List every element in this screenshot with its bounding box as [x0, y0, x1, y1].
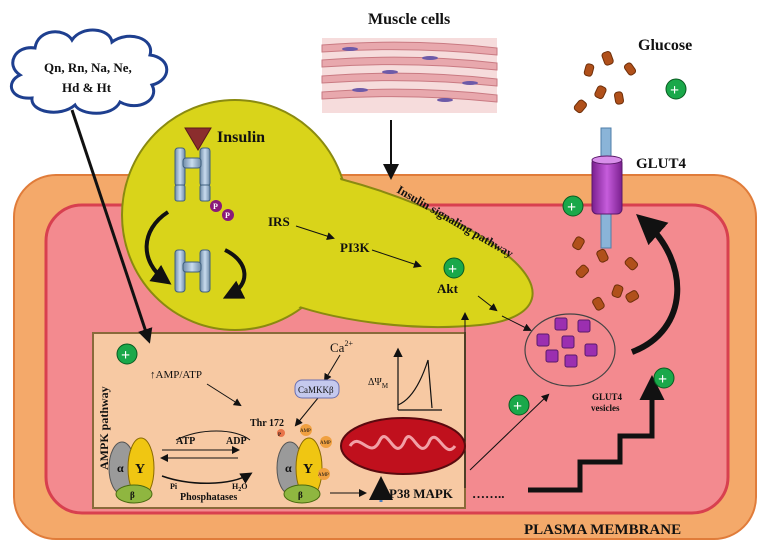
pi-label: Pi [170, 482, 178, 491]
alpha-right: α [285, 461, 292, 475]
thr172-label: Thr 172 [250, 418, 284, 429]
amp-tag-3: AMP [318, 473, 329, 478]
akt-to-vesicles-arrow [501, 315, 532, 331]
gamma-left: Y [135, 462, 145, 477]
glucose-molecules [572, 50, 640, 311]
plus-signs: + + + + + + [121, 82, 679, 415]
membrane-potential-graph [393, 347, 442, 411]
h2o-label: H2O [232, 482, 247, 493]
calcium-label: Ca2+ [330, 339, 353, 355]
cloud-to-ampk-arrow [70, 109, 153, 344]
gamma-right: Y [303, 462, 313, 477]
irs-to-pi3k-arrow [295, 225, 335, 240]
amp-tag-1: AMP [300, 429, 311, 434]
atp-label: ATP [176, 436, 195, 447]
plus-badges [116, 78, 687, 416]
delta-psi-label: ΔΨM [368, 377, 389, 390]
svg-text:+: + [670, 82, 679, 99]
glut4-label: GLUT4 [636, 156, 687, 172]
cloud-text-line1: Qn, Rn, Na, Ne, [44, 60, 132, 75]
akt-label: Akt [437, 281, 459, 296]
p38-to-vesicles-arrow [469, 393, 550, 471]
amp-tag-2: AMP [320, 441, 331, 446]
alpha-left: α [117, 461, 124, 475]
svg-text:+: + [567, 199, 576, 216]
glut4-vesicles-label-1: GLUT4 [592, 392, 623, 402]
ampk-complex-active [276, 424, 332, 504]
muscle-cells-image [321, 38, 498, 113]
mitochondrion [340, 417, 466, 475]
staircase-arrow [528, 375, 665, 493]
irs-label: IRS [268, 214, 290, 229]
insulin-receptors [174, 127, 212, 293]
phosphatase-arc-bottom [161, 472, 253, 484]
vesicle-to-glut4-arrow [630, 214, 681, 355]
glucose-label: Glucose [638, 37, 692, 54]
beta-right: β [298, 490, 303, 500]
ellipsis-label: …….. [472, 486, 505, 501]
svg-text:+: + [448, 261, 457, 278]
phosphatase-arc-top [175, 430, 251, 441]
glut4-vesicles-label-2: vesicles [591, 403, 620, 413]
receptor-p-1: P [213, 202, 218, 211]
ca-to-camkk-arrow [323, 354, 341, 382]
plasma-membrane-label: PLASMA MEMBRANE [524, 522, 681, 538]
phosphatases-label: Phosphatases [180, 492, 237, 503]
adp-label: ADP [226, 436, 247, 447]
ampk-pathway-label: AMPK pathway [97, 386, 111, 470]
svg-text:+: + [121, 347, 130, 364]
receptor-cycle-arrow-left [144, 210, 172, 285]
cloud-text-line2: Hd & Ht [62, 80, 112, 95]
muscle-cells-label: Muscle cells [368, 11, 450, 28]
glut4-transporter [591, 127, 623, 249]
camkk-label: CaMKKβ [298, 385, 334, 395]
pi3k-to-akt-arrow [371, 249, 422, 268]
compounds-cloud [9, 28, 169, 115]
akt-to-arrow [477, 295, 498, 312]
beta-left: β [130, 490, 135, 500]
p38-mapk-label: P38 MAPK [389, 486, 454, 501]
amp-atp-label: ↑AMP/ATP [150, 369, 202, 381]
svg-text:+: + [513, 398, 522, 415]
svg-text:+: + [658, 371, 667, 388]
receptor-cycle-arrow-right [222, 248, 247, 299]
receptor-p-2: P [225, 211, 230, 220]
glut4-vesicles [524, 313, 616, 387]
camkk-box [294, 379, 340, 399]
receptor-phosphate-groups [210, 200, 234, 221]
amp-to-thr-arrow [206, 383, 242, 407]
ampk-complex-inactive [108, 437, 155, 504]
camkk-to-thr-arrow [294, 397, 319, 427]
insulin-label: Insulin [217, 129, 265, 146]
p-on-thr172: P [278, 433, 281, 438]
pi3k-label: PI3K [340, 240, 371, 255]
